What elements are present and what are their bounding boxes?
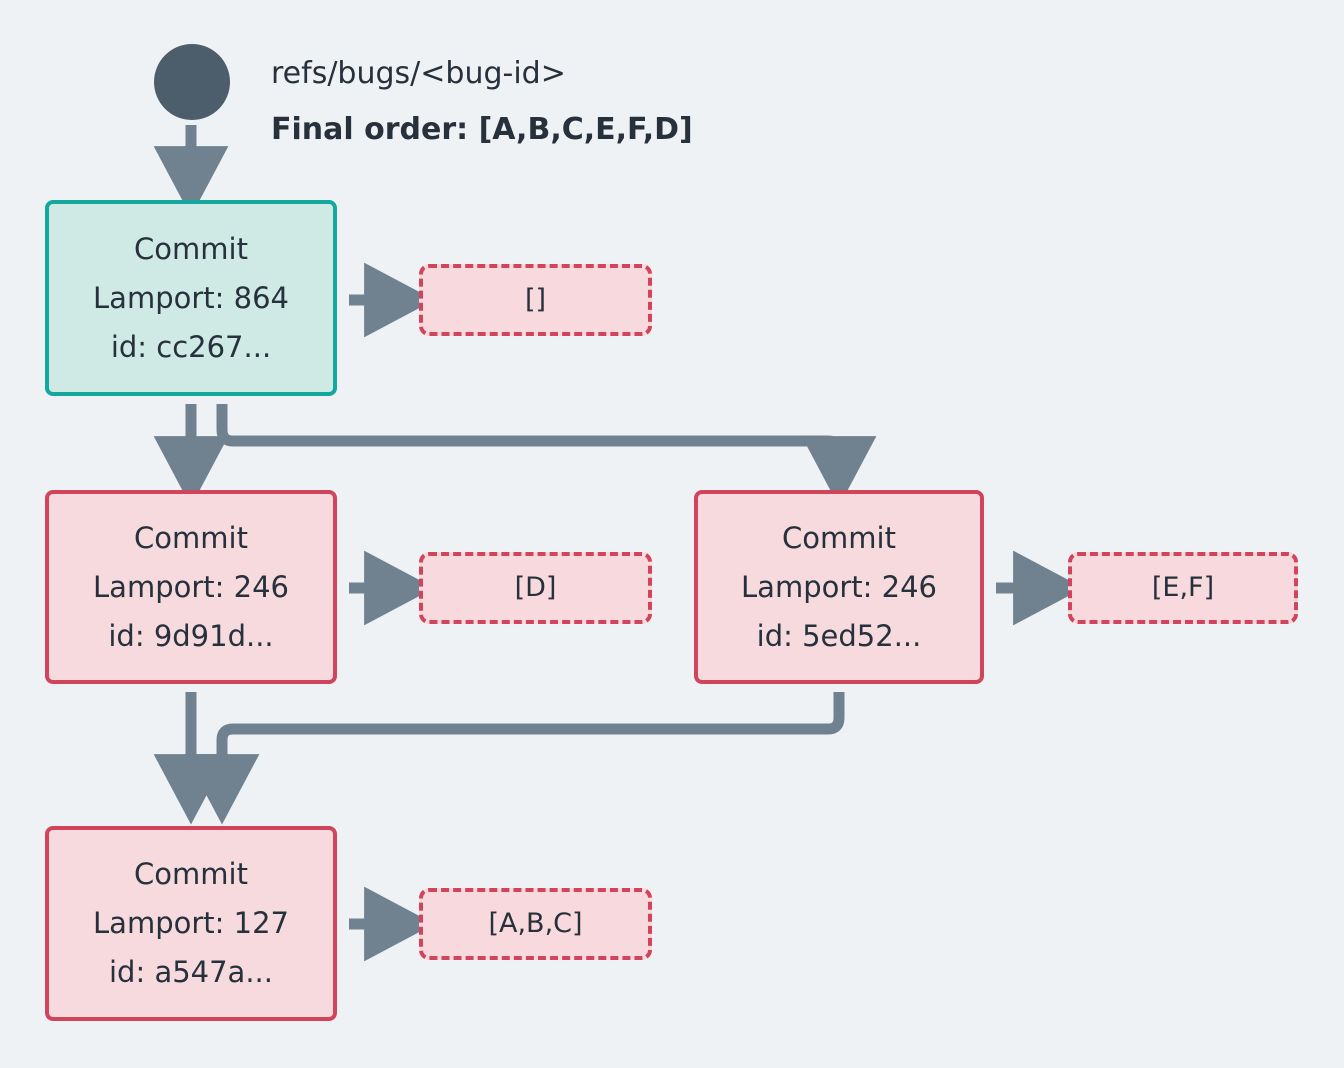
commit-node-head[interactable]: Commit Lamport: 864 id: cc267... bbox=[45, 200, 337, 396]
commit-lamport: Lamport: 246 bbox=[93, 569, 289, 604]
ref-path-label: refs/bugs/<bug-id> bbox=[271, 56, 566, 91]
oplist-node-head[interactable]: [] bbox=[419, 264, 652, 336]
commit-lamport: Lamport: 246 bbox=[741, 569, 937, 604]
oplist-label: [E,F] bbox=[1151, 572, 1215, 603]
commit-lamport: Lamport: 127 bbox=[93, 906, 289, 940]
commit-id: id: a547a... bbox=[108, 955, 273, 989]
final-order-label: Final order: [A,B,C,E,F,D] bbox=[271, 112, 693, 147]
commit-lamport: Lamport: 864 bbox=[93, 280, 289, 315]
commit-id: id: 9d91d... bbox=[108, 618, 274, 653]
ref-root-dot bbox=[154, 44, 230, 120]
commit-id: id: cc267... bbox=[110, 329, 272, 364]
commit-title: Commit bbox=[782, 520, 896, 555]
commit-node-5ed52[interactable]: Commit Lamport: 246 id: 5ed52... bbox=[694, 490, 984, 684]
commit-title: Commit bbox=[134, 857, 248, 891]
oplist-node-5ed52[interactable]: [E,F] bbox=[1068, 552, 1298, 624]
commit-id: id: 5ed52... bbox=[756, 618, 922, 653]
commit-title: Commit bbox=[134, 231, 248, 266]
oplist-label: [D] bbox=[514, 572, 557, 603]
commit-node-a547a[interactable]: Commit Lamport: 127 id: a547a... bbox=[45, 826, 337, 1021]
oplist-label: [] bbox=[524, 284, 547, 315]
oplist-node-a547a[interactable]: [A,B,C] bbox=[419, 888, 652, 960]
edge-5ed52-to-a547a bbox=[184, 692, 845, 825]
commit-title: Commit bbox=[134, 520, 248, 555]
commit-node-9d91d[interactable]: Commit Lamport: 246 id: 9d91d... bbox=[45, 490, 337, 684]
oplist-node-9d91d[interactable]: [D] bbox=[419, 552, 652, 624]
oplist-label: [A,B,C] bbox=[488, 908, 583, 939]
edge-head-to-5ed52 bbox=[216, 404, 877, 507]
